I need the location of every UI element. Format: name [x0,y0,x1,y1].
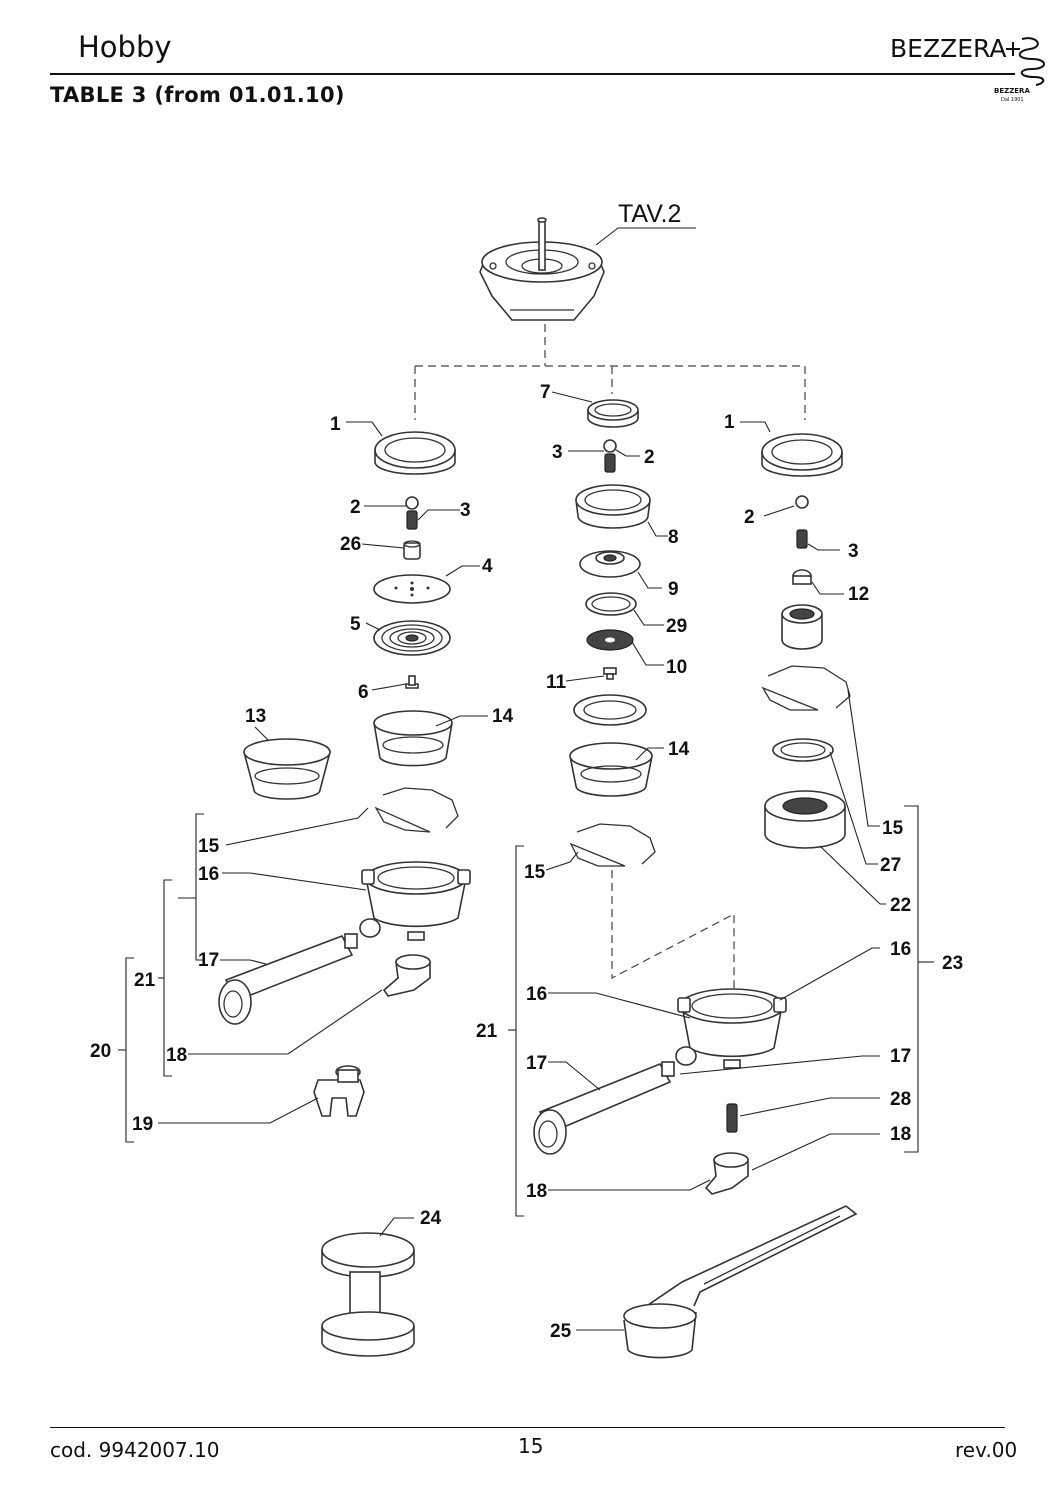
callout-16-center: 16 [526,984,547,1005]
callout-10: 10 [666,657,687,678]
gasket-part-8 [575,484,651,529]
callout-1-left: 1 [330,414,341,435]
callout-2-right: 2 [744,507,755,528]
measuring-scoop-part-25 [623,1205,858,1359]
callout-21-left: 21 [134,970,156,991]
double-spout-part-19 [313,1065,365,1117]
callout-23: 23 [942,953,963,974]
callout-26: 26 [340,534,361,555]
callout-5: 5 [350,614,361,635]
insert-part-right [781,604,823,650]
brand-name: BEZZERA [890,34,1007,63]
callout-14-left: 14 [492,706,514,727]
brand-logo-icon [1006,37,1045,86]
nozzle-part-26 [403,540,421,560]
callout-15-right: 15 [882,818,904,839]
callout-17-center: 17 [526,1053,547,1074]
callout-18-center: 18 [526,1181,547,1202]
group-brackets [118,805,934,1217]
filter-disk-part-center [573,694,647,726]
screen-part-10 [586,629,634,651]
header-rule [50,73,1015,75]
callout-8: 8 [668,527,679,548]
pin-part-28 [726,1103,738,1133]
ball-part-left [405,496,419,510]
callout-20: 20 [90,1041,111,1062]
callout-16-right: 16 [890,939,911,960]
ball-part-center [603,439,617,453]
reference-label-tav2: TAV.2 [618,200,681,228]
gasket-part-right [761,433,843,477]
ball-part-right [795,495,809,509]
callout-25: 25 [550,1321,572,1342]
callout-12: 12 [848,584,869,605]
gasket-part-29 [585,592,637,616]
adapter-part-22 [764,790,846,849]
holder-part-9 [579,550,641,578]
callout-18-left: 18 [166,1045,187,1066]
spring-clip-part-center [569,823,656,867]
callout-4: 4 [482,556,493,577]
callout-7: 7 [540,382,551,403]
callout-9: 9 [668,579,679,600]
callout-19: 19 [132,1114,153,1135]
screw-part-11 [603,667,617,680]
shower-holder-part [373,574,451,604]
spout-part-center [704,1152,749,1195]
callout-17-right: 17 [890,1046,911,1067]
callout-27: 27 [880,855,901,876]
spring-clip-part-left [374,787,459,833]
spring-clip-part-right [761,665,851,711]
callout-15-center: 15 [524,862,546,883]
nozzle-part-12 [792,569,812,585]
brand-logo-year: Dal 1901 [1001,97,1024,103]
callout-11: 11 [546,672,567,693]
shower-screen-part [373,620,451,656]
tamper-part-24 [321,1232,415,1357]
filter-basket-part-13 [243,738,331,800]
portafilter-part-left [359,861,471,941]
callout-1-right: 1 [724,412,735,433]
filter-basket-part-center [569,742,653,797]
callout-17-left: 17 [198,950,219,971]
filter-basket-part-left [373,710,453,767]
callout-2-left: 2 [350,497,361,518]
callout-15-left: 15 [198,836,220,857]
table-title: TABLE 3 (from 01.01.10) [50,83,345,107]
callout-2-center: 2 [644,447,655,468]
group-head-part [479,217,605,321]
spring-part-center [604,453,616,473]
brand-logo-tag: BEZZERA [994,87,1030,95]
callout-22: 22 [890,895,911,916]
callout-3-center: 3 [552,442,563,463]
handle-part-center [533,1061,675,1155]
gasket-part-left [374,431,456,475]
spring-part-right [796,529,808,549]
spring-part-left [406,510,418,530]
gasket-part-27 [772,738,834,762]
model-title: Hobby [78,30,172,64]
callout-13: 13 [245,706,266,727]
handle-part-left [218,933,358,1025]
callout-21-center: 21 [476,1021,498,1042]
spout-part-left [382,954,431,997]
revision-label: rev.00 [955,1438,1018,1462]
gasket-part-7 [587,399,639,428]
callout-3-left: 3 [460,500,471,521]
footer-rule [50,1427,1005,1428]
callout-29: 29 [666,616,687,637]
callout-16-left: 16 [198,864,219,885]
page-number: 15 [518,1434,544,1458]
portafilter-part-center [675,988,787,1069]
document-code: cod. 9942007.10 [50,1438,220,1462]
callout-3-right: 3 [848,541,859,562]
callout-14-center: 14 [668,739,690,760]
callout-28: 28 [890,1089,911,1110]
callout-24: 24 [420,1208,442,1229]
callout-6: 6 [358,682,369,703]
leader-lines [158,391,886,1331]
callout-18-right: 18 [890,1124,911,1145]
screw-part-6 [405,675,419,689]
